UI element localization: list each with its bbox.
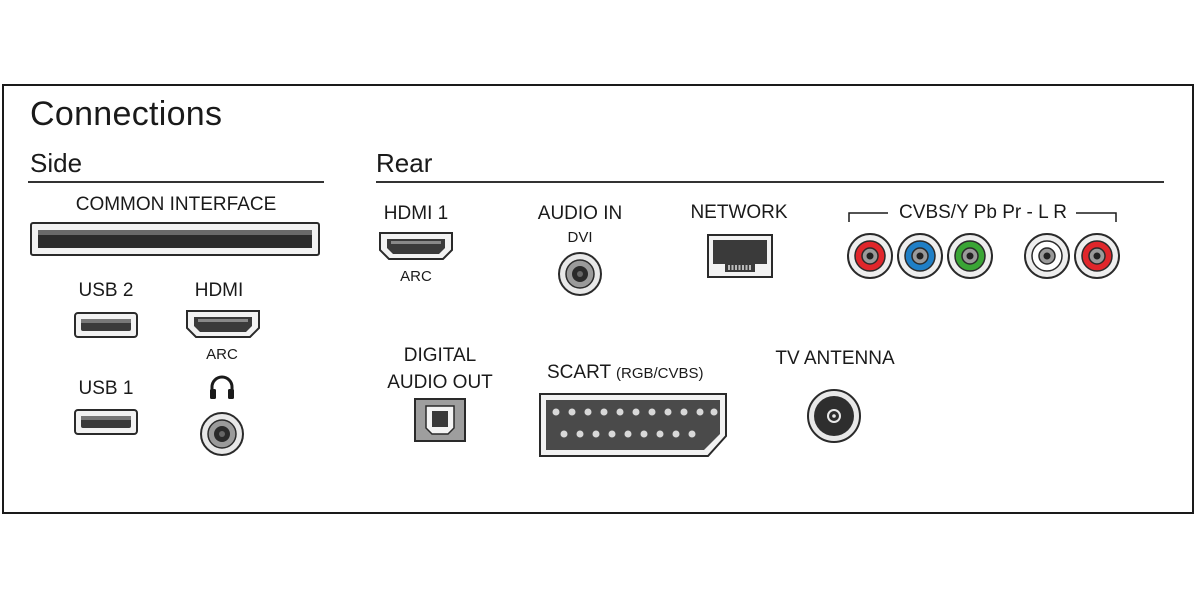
- headphone-jack[interactable]: [199, 411, 245, 457]
- cvbs-label: CVBS/Y Pb Pr - L R: [899, 202, 1067, 223]
- usb2-label: USB 2: [78, 280, 134, 301]
- audio-in-jack[interactable]: [557, 251, 603, 297]
- scart-label: SCART: [547, 362, 611, 383]
- scart-port[interactable]: [538, 392, 728, 458]
- rear-heading: Rear: [376, 148, 433, 178]
- scart-label-group: SCART (RGB/CVBS): [547, 362, 704, 384]
- common-interface-label: COMMON INTERFACE: [75, 194, 277, 215]
- digital-audio-label-line2: AUDIO OUT: [387, 372, 493, 393]
- side-divider: [28, 181, 324, 183]
- side-heading: Side: [30, 148, 83, 178]
- page-title: Connections: [30, 95, 223, 133]
- cvbs-bracket: [848, 212, 1117, 222]
- tv-antenna-label: TV ANTENNA: [775, 348, 895, 369]
- digital-audio-label-line1: DIGITAL: [403, 345, 477, 366]
- rca-red-jack[interactable]: [847, 233, 893, 279]
- digital-audio-out-port[interactable]: [414, 398, 466, 442]
- headphone-icon: [210, 375, 234, 399]
- rca-red-audio-jack[interactable]: [1074, 233, 1120, 279]
- hdmi1-port[interactable]: [377, 230, 455, 262]
- connections-panel: [2, 84, 1194, 514]
- scart-sub: (RGB/CVBS): [616, 365, 704, 382]
- audio-in-label: AUDIO IN: [537, 203, 623, 224]
- common-interface-slot[interactable]: [30, 222, 320, 256]
- hdmi-side-sub: ARC: [206, 346, 238, 363]
- hdmi1-sub: ARC: [400, 268, 432, 285]
- hdmi-side-label: HDMI: [194, 280, 244, 301]
- cvbs-jacks: [847, 233, 1120, 279]
- network-port[interactable]: [707, 234, 773, 278]
- tv-antenna-port[interactable]: [806, 388, 862, 444]
- usb2-port[interactable]: [74, 312, 138, 338]
- rca-blue-jack[interactable]: [897, 233, 943, 279]
- hdmi1-label: HDMI 1: [383, 203, 449, 224]
- rear-divider: [376, 181, 1164, 183]
- rca-white-jack[interactable]: [1024, 233, 1070, 279]
- usb1-port[interactable]: [74, 409, 138, 435]
- hdmi-side-port[interactable]: [184, 308, 262, 340]
- rca-green-jack[interactable]: [947, 233, 993, 279]
- audio-in-sub: DVI: [567, 229, 593, 246]
- usb1-label: USB 1: [78, 378, 134, 399]
- network-label: NETWORK: [690, 202, 788, 223]
